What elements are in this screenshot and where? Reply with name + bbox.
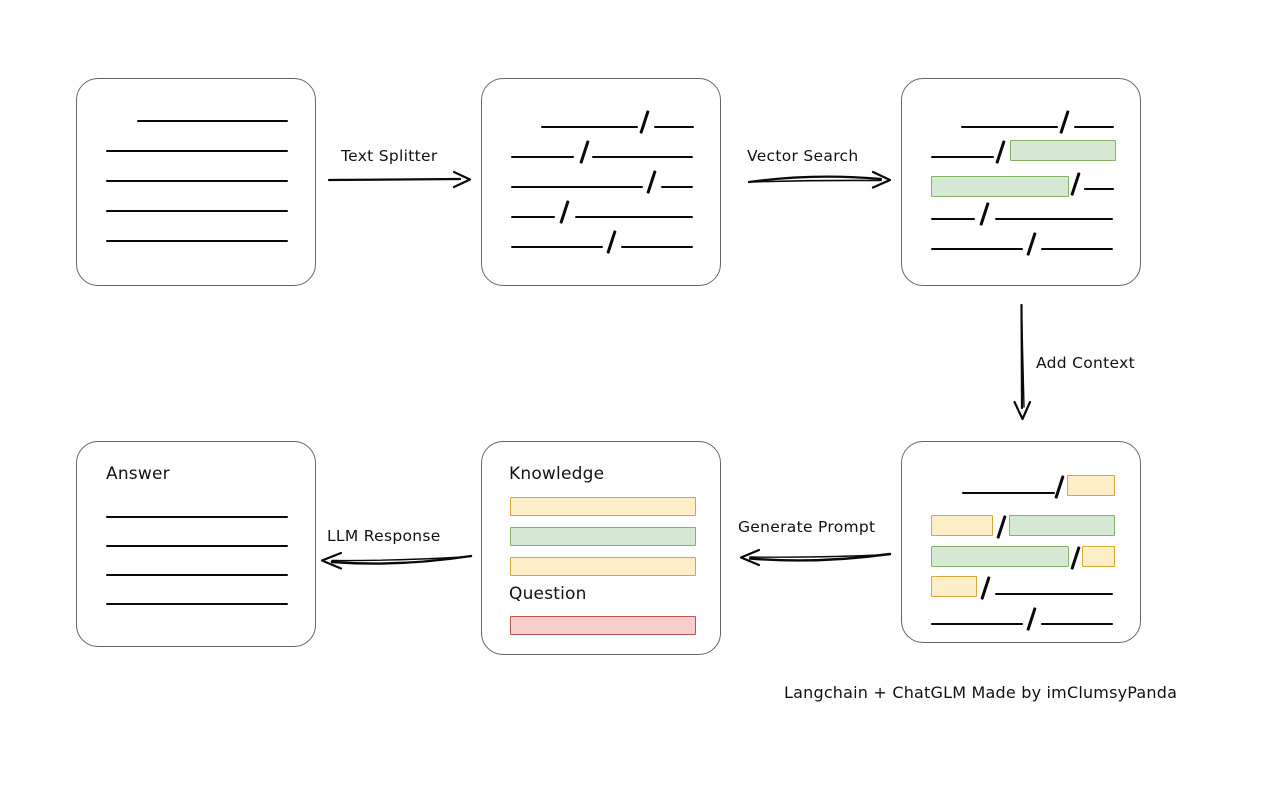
node-generated-prompt[interactable]: Knowledge Question — [481, 441, 721, 655]
edge-label-llm-response: LLM Response — [327, 527, 441, 545]
text-line — [661, 186, 693, 189]
text-line — [931, 623, 1023, 626]
text-line — [592, 156, 693, 159]
text-line — [106, 545, 288, 548]
answer-label: Answer — [106, 464, 170, 484]
chunk-separator — [1070, 546, 1081, 570]
edge-label-text-splitter: Text Splitter — [341, 147, 438, 165]
text-line — [962, 492, 1055, 495]
arrow-text-splitter — [327, 170, 472, 189]
node-split-chunks[interactable] — [481, 78, 721, 286]
chunk-separator — [1026, 232, 1037, 256]
text-line — [106, 603, 288, 606]
chunk-separator — [995, 140, 1006, 164]
arrow-llm-response — [320, 551, 473, 570]
matched-chunk-green — [931, 546, 1069, 567]
node-context-added[interactable] — [901, 441, 1141, 643]
chunk-separator — [996, 515, 1007, 539]
text-line — [106, 240, 288, 243]
text-line — [931, 218, 975, 221]
chunk-separator — [606, 230, 617, 254]
text-line — [106, 574, 288, 577]
text-line — [1084, 188, 1114, 191]
knowledge-chunk-yellow — [510, 497, 696, 516]
chunk-separator — [980, 576, 991, 600]
chunk-separator — [559, 200, 570, 224]
text-line — [106, 516, 288, 519]
text-line — [1041, 623, 1113, 626]
chunk-separator — [1070, 172, 1081, 196]
matched-chunk-green — [931, 176, 1069, 197]
text-line — [961, 126, 1058, 129]
knowledge-chunk-green — [510, 527, 696, 546]
text-line — [995, 593, 1113, 596]
text-line — [1041, 248, 1113, 251]
matched-chunk-green — [1010, 140, 1116, 161]
node-vector-matches[interactable] — [901, 78, 1141, 286]
context-chunk-yellow — [931, 515, 993, 536]
text-line — [575, 216, 693, 219]
text-line — [511, 246, 603, 249]
text-line — [931, 248, 1023, 251]
matched-chunk-green — [1009, 515, 1115, 536]
knowledge-label: Knowledge — [509, 464, 605, 484]
chunk-separator — [979, 202, 990, 226]
arrow-vector-search — [747, 170, 892, 189]
text-line — [621, 246, 693, 249]
question-chunk-red — [510, 616, 696, 635]
arrow-add-context — [1013, 303, 1032, 421]
text-line — [995, 218, 1113, 221]
chunk-separator — [1059, 110, 1070, 134]
chunk-separator — [579, 140, 590, 164]
question-label: Question — [509, 584, 587, 604]
text-line — [1074, 126, 1114, 129]
chunk-separator — [1054, 475, 1065, 499]
context-chunk-yellow — [1082, 546, 1115, 567]
text-line — [511, 156, 574, 159]
arrow-generate-prompt — [739, 548, 892, 567]
edge-label-vector-search: Vector Search — [747, 147, 859, 165]
text-line — [931, 156, 994, 159]
text-line — [541, 126, 638, 129]
context-chunk-yellow — [1067, 475, 1115, 496]
chunk-separator — [1026, 607, 1037, 631]
text-line — [106, 150, 288, 153]
text-line — [654, 126, 694, 129]
text-line — [511, 186, 643, 189]
chunk-separator — [646, 170, 657, 194]
edge-label-generate-prompt: Generate Prompt — [738, 518, 876, 536]
footer-credit: Langchain + ChatGLM Made by imClumsyPand… — [784, 683, 1178, 702]
edge-label-add-context: Add Context — [1036, 354, 1135, 372]
text-line — [137, 120, 288, 123]
chunk-separator — [639, 110, 650, 134]
context-chunk-yellow — [931, 576, 977, 597]
text-line — [511, 216, 555, 219]
node-answer[interactable]: Answer — [76, 441, 316, 647]
text-line — [106, 180, 288, 183]
knowledge-chunk-yellow — [510, 557, 696, 576]
node-source-document[interactable] — [76, 78, 316, 286]
text-line — [106, 210, 288, 213]
